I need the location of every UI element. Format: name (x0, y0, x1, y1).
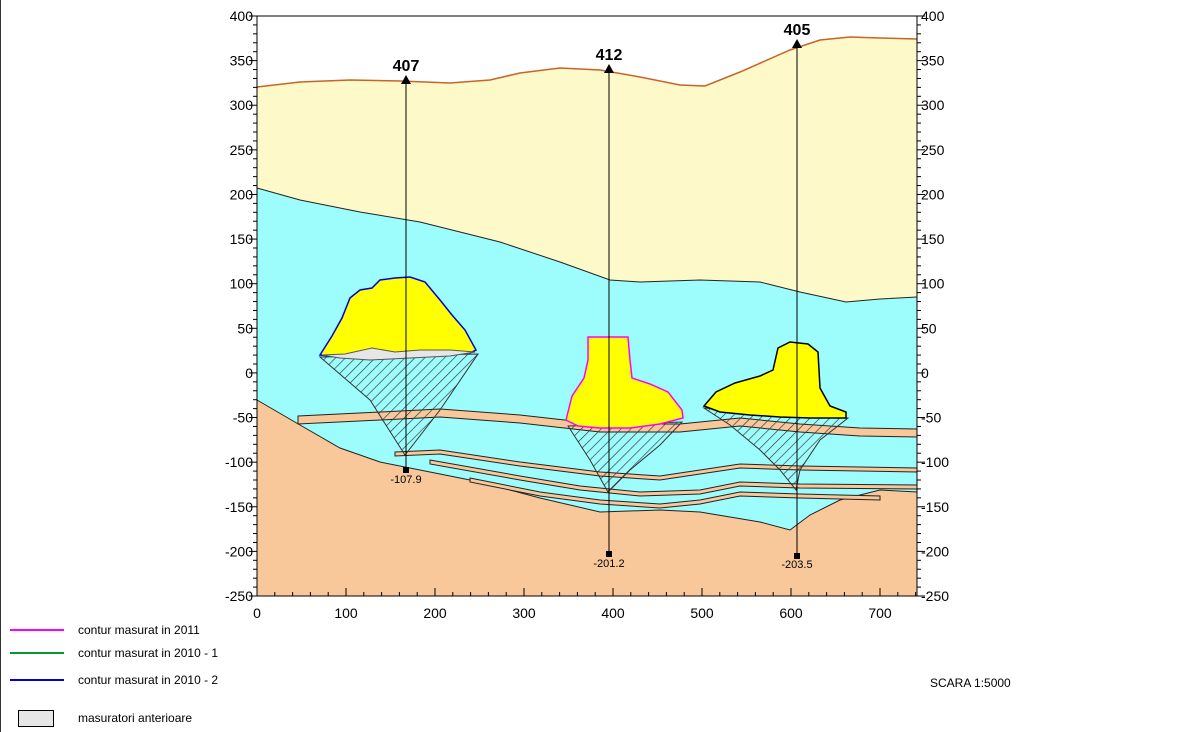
y-axis-label: 350 (230, 53, 254, 69)
y-axis-label: 200 (230, 186, 254, 202)
legend-item-2010-1: contur masurat in 2010 - 1 (10, 644, 218, 662)
legend-item-2011: contur masurat in 2011 (10, 621, 200, 639)
borehole-depth: -203.5 (781, 559, 812, 571)
y-axis-label: -250 (225, 588, 253, 604)
borehole-id: 407 (393, 58, 420, 75)
y-axis-label: -150 (225, 499, 253, 515)
y-axis-label: 150 (230, 231, 254, 247)
y-axis-label-right: 300 (921, 97, 945, 113)
legend-swatch-box (18, 709, 54, 727)
thin-bed-4 (469, 477, 881, 509)
water-layer (257, 188, 917, 530)
borehole-top-marker (792, 39, 802, 48)
y-axis-label-right: -150 (921, 499, 949, 515)
y-axis-label: 250 (230, 142, 254, 158)
page-left-border (0, 0, 9, 732)
cavity-407-prior (321, 347, 476, 361)
y-axis-label-right: -250 (921, 588, 949, 604)
x-axis-label: 600 (779, 605, 803, 621)
cavity-405 (702, 341, 847, 419)
y-axis-label: -200 (225, 543, 253, 559)
y-axis-label-right: -50 (921, 410, 941, 426)
strata-layers (256, 36, 918, 596)
geological-cross-section: 407 -107.9 412 -201.2 405 -203.5 400 400 3… (225, 8, 949, 621)
legend-swatch-line (10, 679, 64, 681)
axes: 400 400 350 350 300 300 250 250 200 200 150 150 100 1… (225, 8, 949, 621)
x-axis-label: 400 (601, 605, 625, 621)
y-axis-label-right: 50 (921, 320, 937, 336)
bottom-layer (257, 400, 917, 596)
borehole-bottom-marker (606, 551, 612, 557)
borehole-bottom-marker (794, 553, 800, 559)
legend-label: masuratori anterioare (78, 711, 193, 725)
y-axis-label: 100 (230, 276, 254, 292)
surface-line (256, 36, 918, 88)
x-axis-label: 700 (868, 605, 892, 621)
y-axis-label-right: -200 (921, 543, 949, 559)
y-axis-label-right: 150 (921, 231, 945, 247)
x-axis-label: 300 (512, 605, 536, 621)
y-axis-label-right: 200 (921, 186, 945, 202)
cavity-405-hatch (702, 407, 850, 492)
borehole-405: 405 -203.5 (781, 22, 812, 571)
borehole-id: 405 (784, 22, 811, 39)
borehole-id: 412 (596, 47, 623, 64)
y-axis-label-right: 0 (921, 365, 929, 381)
cavity-412-hatch (567, 421, 684, 493)
y-axis-label-right: -100 (921, 454, 949, 470)
x-axis-label: 200 (423, 605, 447, 621)
legend-swatch-line (10, 629, 64, 631)
legend-label: contur masurat in 2011 (78, 623, 200, 637)
borehole-top-marker (401, 75, 411, 84)
borehole-top-marker (604, 64, 614, 73)
y-axis-label: -100 (225, 454, 253, 470)
legend-swatch-line (10, 652, 64, 654)
y-axis-label: -50 (233, 410, 253, 426)
boreholes: 407 -107.9 412 -201.2 405 -203.5 (390, 22, 812, 571)
cavities (318, 276, 850, 493)
borehole-bottom-marker (403, 467, 409, 473)
legend-item-2010-2: contur masurat in 2010 - 2 (10, 671, 218, 689)
cavity-412 (565, 336, 684, 429)
borehole-412: 412 -201.2 (593, 47, 624, 570)
y-axis-label: 400 (230, 8, 254, 24)
x-axis-label: 0 (253, 605, 261, 621)
y-axis-label: 50 (237, 320, 253, 336)
x-axis-label: 100 (334, 605, 358, 621)
legend-label: contur masurat in 2010 - 1 (78, 646, 219, 660)
y-axis-label-right: 250 (921, 142, 945, 158)
top-soil-layer (257, 37, 917, 302)
scale-label: SCARA 1:5000 (930, 676, 1011, 690)
y-axis-label-right: 100 (921, 276, 945, 292)
y-axis-label-right: 350 (921, 53, 945, 69)
plot-frame (256, 15, 918, 597)
layer-boundary-lower (256, 399, 918, 531)
y-axis-label-right: 400 (921, 8, 945, 24)
borehole-depth: -201.2 (593, 558, 624, 570)
borehole-depth: -107.9 (390, 474, 421, 486)
legend-label: contur masurat in 2010 - 2 (78, 673, 219, 687)
layer-boundary-upper (256, 187, 918, 303)
borehole-407: 407 -107.9 (390, 58, 421, 486)
y-axis-label: 300 (230, 97, 254, 113)
legend-item-prior: masuratori anterioare (10, 709, 192, 727)
y-axis-label: 0 (245, 365, 253, 381)
x-axis-label: 500 (690, 605, 714, 621)
